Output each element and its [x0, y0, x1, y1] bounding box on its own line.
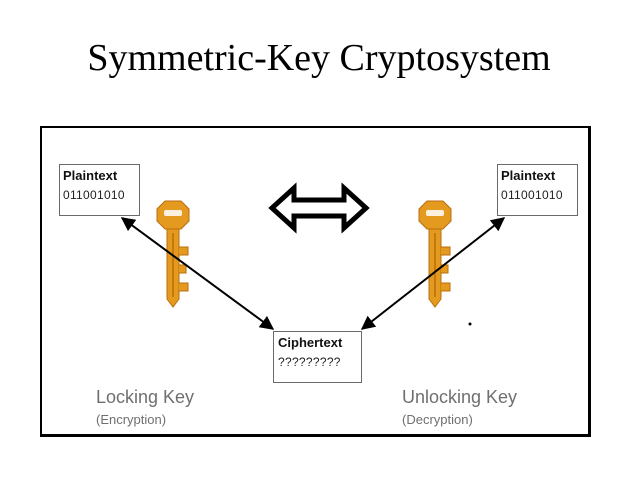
unlocking-key-label: Unlocking Key — [402, 387, 518, 407]
ciphertext-box: Ciphertext ????????? — [273, 331, 362, 383]
key-icon — [156, 200, 190, 308]
ciphertext-heading: Ciphertext — [278, 335, 343, 350]
locking-key-label: Locking Key — [96, 387, 195, 407]
plaintext-bits-right: 011001010 — [501, 188, 563, 202]
diagram-graphics — [120, 182, 506, 330]
arrow-plaintext-to-ciphertext-left — [120, 217, 275, 330]
decryption-label: (Decryption) — [402, 412, 473, 427]
stray-dot — [468, 322, 472, 326]
plaintext-box-left: Plaintext 011001010 — [59, 164, 140, 216]
arrow-ciphertext-to-plaintext-right — [360, 217, 506, 330]
slide-title: Symmetric-Key Cryptosystem — [87, 37, 551, 79]
encryption-label: (Encryption) — [96, 412, 167, 427]
double-arrow-icon — [268, 182, 370, 234]
plaintext-box-right: Plaintext 011001010 — [497, 164, 578, 216]
ciphertext-bits: ????????? — [278, 355, 341, 369]
diagram-frame: Plaintext 011001010 Plaintext 011001010 … — [40, 126, 591, 437]
plaintext-heading-left: Plaintext — [63, 168, 118, 183]
locking-key-caption: Locking Key (Encryption) — [96, 386, 194, 428]
plaintext-heading-right: Plaintext — [501, 168, 556, 183]
unlocking-key-caption: Unlocking Key (Decryption) — [402, 386, 517, 428]
plaintext-bits-left: 011001010 — [63, 188, 125, 202]
key-icon — [418, 200, 452, 308]
